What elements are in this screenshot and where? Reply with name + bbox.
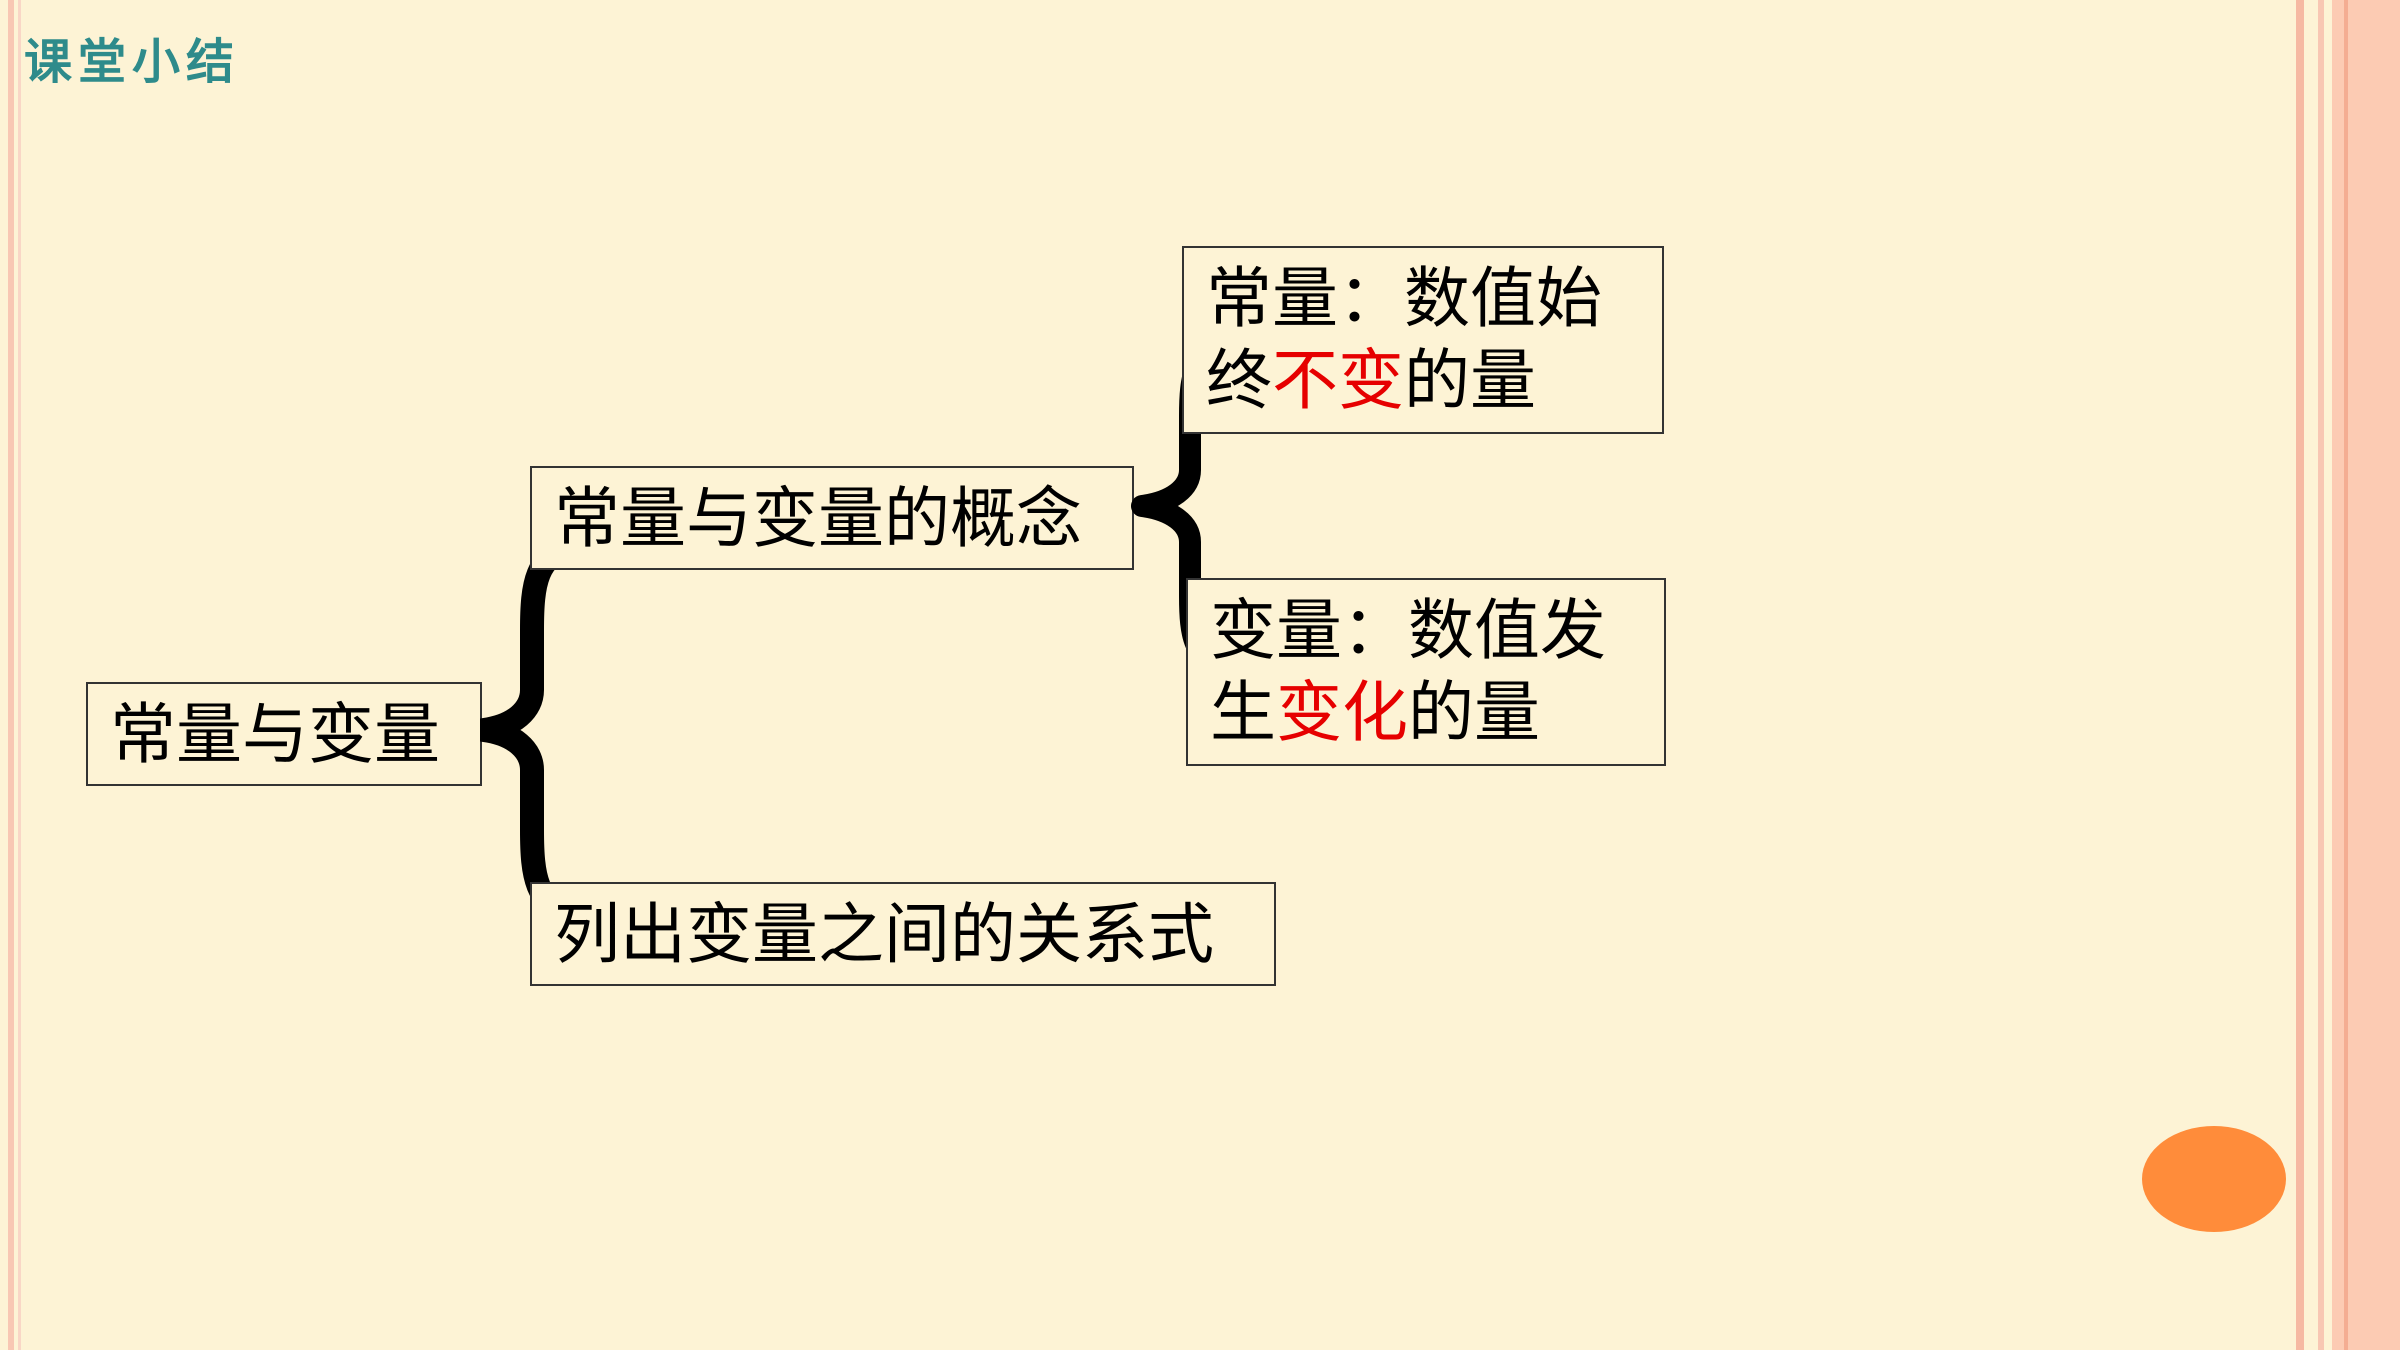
concept-node-label: 常量与变量的概念 <box>554 480 1082 557</box>
main-brace-path <box>480 540 586 920</box>
concept-node: 常量与变量的概念 <box>530 466 1134 570</box>
right-border-stripe <box>2318 0 2324 1350</box>
right-border-stripe <box>2344 0 2348 1350</box>
constant-node: 常量：数值始终不变的量 <box>1182 246 1664 434</box>
left-border-stripe <box>8 0 14 1350</box>
decorative-orange-dot <box>2142 1126 2286 1232</box>
root-node-label: 常量与变量 <box>110 696 440 773</box>
section-title: 课堂小结 <box>24 34 241 90</box>
relation-node-label: 列出变量之间的关系式 <box>554 896 1214 973</box>
constant-prefix: 常量：数值始终 <box>1206 260 1602 419</box>
variable-suffix: 的量 <box>1408 674 1540 751</box>
relation-node: 列出变量之间的关系式 <box>530 882 1276 986</box>
root-node: 常量与变量 <box>86 682 482 786</box>
variable-highlight: 变化 <box>1276 674 1408 751</box>
right-border-stripe <box>2332 0 2400 1350</box>
variable-node: 变量：数值发生变化的量 <box>1186 578 1666 766</box>
right-border-stripe <box>2296 0 2304 1350</box>
variable-prefix: 变量：数值发生 <box>1210 592 1606 751</box>
left-border-stripe <box>18 0 21 1350</box>
main-brace <box>480 540 586 920</box>
constant-highlight: 不变 <box>1272 342 1404 419</box>
constant-suffix: 的量 <box>1404 342 1536 419</box>
